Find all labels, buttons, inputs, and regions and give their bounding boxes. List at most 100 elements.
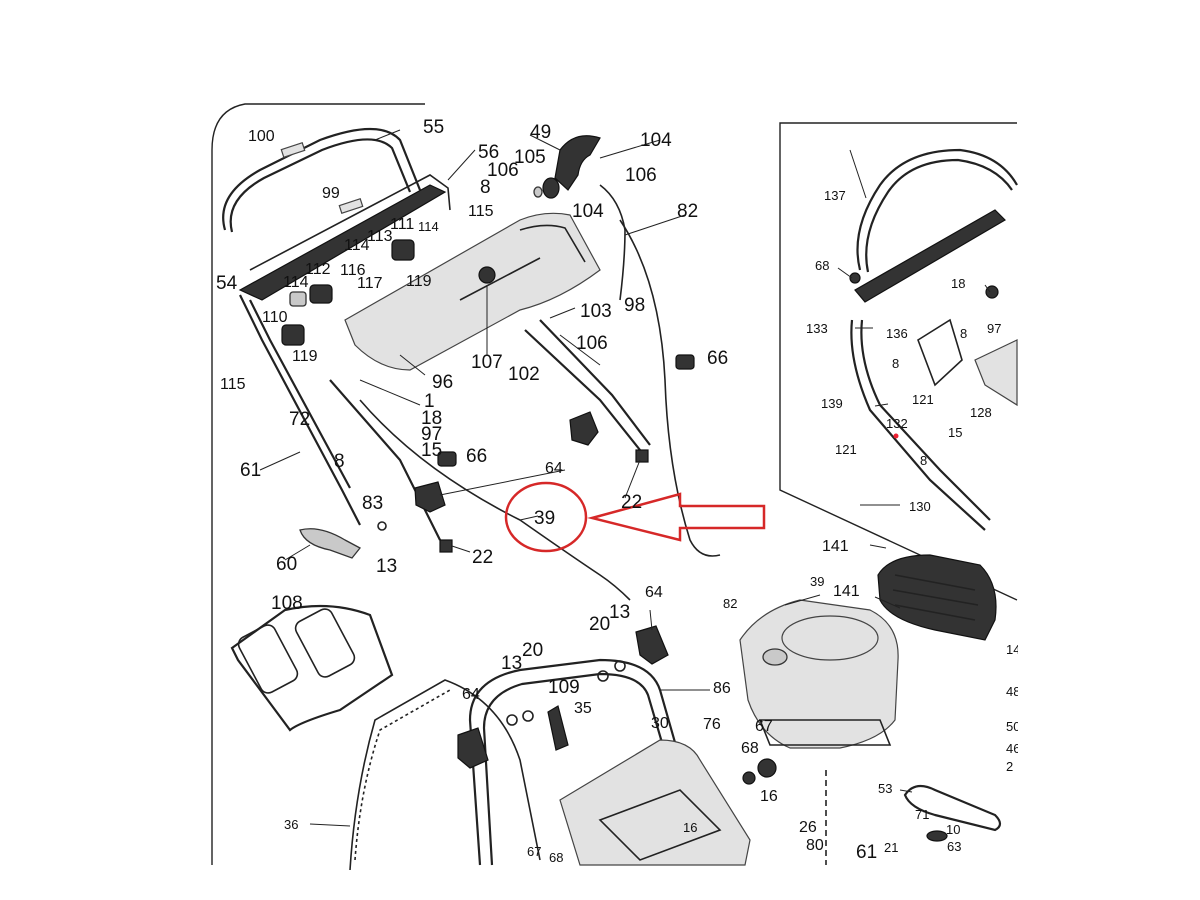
washer-13a [614, 660, 626, 672]
label-115a: 115 [468, 203, 494, 220]
engine-top [781, 615, 879, 661]
cut-label-46: 46 [1006, 741, 1020, 756]
switch-110 [281, 324, 305, 346]
switch-112 [309, 284, 333, 304]
lower-handle-54-right [249, 299, 351, 489]
label-64c: 64 [462, 686, 480, 703]
label-21: 21 [884, 840, 898, 855]
engine-base [758, 719, 892, 746]
bag-frame-108-right [294, 608, 356, 678]
main-labels: 100 55 99 56 49 104 105 106 106 8 115 10… [216, 117, 961, 865]
inset-label-18: 18 [951, 276, 965, 291]
washer-13 [377, 521, 387, 531]
label-68a: 68 [549, 850, 563, 865]
leader-lines [259, 129, 991, 827]
label-82a: 82 [677, 201, 698, 222]
deck-30 [559, 739, 751, 866]
label-72: 72 [289, 409, 310, 430]
label-111: 111 [390, 216, 414, 233]
label-plate-100 [280, 142, 306, 158]
label-114a: 114 [418, 219, 439, 234]
label-10: 10 [946, 822, 960, 837]
inset-clip-18 [985, 285, 999, 299]
upper-handle-55-inner [229, 138, 412, 233]
label-8b: 8 [334, 451, 345, 472]
pulley-71 [926, 830, 948, 842]
label-49: 49 [530, 122, 551, 143]
grass-bag-36 [349, 679, 541, 871]
label-96: 96 [432, 372, 453, 393]
inset-label-130: 130 [909, 499, 931, 514]
handle-tube-right-a [524, 329, 641, 451]
inset-labels: 137 68 18 97 133 136 8 8 121 139 132 121… [806, 188, 1001, 514]
label-103: 103 [580, 301, 612, 322]
label-30: 30 [651, 715, 669, 732]
knob-68 [742, 771, 756, 785]
right-crop-mask [1018, 60, 1200, 900]
label-18: 18 [421, 408, 442, 429]
inset-red-marker [893, 433, 899, 439]
cut-label-14: 14 [1006, 642, 1020, 657]
label-114b: 114 [344, 237, 370, 254]
washer-20b [522, 710, 534, 722]
inset-label-128: 128 [970, 405, 992, 420]
label-107: 107 [471, 352, 503, 373]
label-plate-99 [338, 198, 364, 214]
label-102: 102 [508, 364, 540, 385]
inset-label-139: 139 [821, 396, 843, 411]
inset-knob-68 [849, 272, 861, 284]
label-76: 76 [703, 716, 721, 733]
callout-circle [504, 481, 588, 553]
inset-label-136: 136 [886, 326, 908, 341]
cut-label-48: 48 [1006, 684, 1020, 699]
lever-60 [299, 528, 361, 559]
washer-13b [506, 714, 518, 726]
switch-113 [391, 239, 415, 261]
label-104a: 104 [640, 130, 672, 151]
bag-frame-108 [230, 604, 394, 732]
label-8a: 8 [480, 177, 491, 198]
label-106b: 106 [625, 165, 657, 186]
lower-frame-86 [468, 658, 712, 866]
inset-label-68: 68 [815, 258, 829, 273]
inset-label-8a: 8 [960, 326, 967, 341]
washer-106a [533, 186, 543, 198]
control-bar-56 [238, 184, 447, 301]
label-63: 63 [947, 839, 961, 854]
inset-bracket-136 [917, 318, 963, 387]
clamp-66a [675, 354, 695, 370]
label-71: 71 [915, 807, 929, 822]
strap-109 [547, 705, 569, 751]
label-113: 113 [367, 228, 393, 245]
star-knob-64c [635, 625, 669, 665]
label-67a: 67 [527, 844, 541, 859]
label-106c: 106 [576, 333, 608, 354]
label-1: 1 [424, 391, 435, 412]
inset-grip [854, 209, 1006, 303]
drawing-frame [211, 103, 425, 865]
label-64b: 64 [645, 584, 663, 601]
bushing-22a [635, 449, 649, 463]
label-39-callout: 39 [534, 508, 555, 529]
inset-label-15: 15 [948, 425, 962, 440]
label-56: 56 [478, 142, 499, 163]
label-104b: 104 [572, 201, 604, 222]
disc-105 [542, 177, 560, 199]
inset-label-8c: 8 [920, 453, 927, 468]
inset-label-8b: 8 [892, 356, 899, 371]
bushing-22b [439, 539, 453, 553]
control-bar-56-outline [249, 174, 451, 271]
washer-20a [597, 670, 609, 682]
inset-handle-133 [850, 319, 986, 531]
inset-label-97: 97 [987, 321, 1001, 336]
cable-82 [619, 219, 721, 557]
label-54: 54 [216, 273, 238, 294]
label-36: 36 [284, 817, 298, 832]
clamp-66b [437, 451, 457, 467]
label-116: 116 [340, 262, 366, 279]
lower-frame-86-inner [482, 672, 700, 866]
label-80: 80 [806, 837, 824, 854]
label-112: 112 [305, 261, 331, 278]
handle-tube-right-b [539, 319, 651, 446]
inset-frame [779, 122, 1018, 601]
